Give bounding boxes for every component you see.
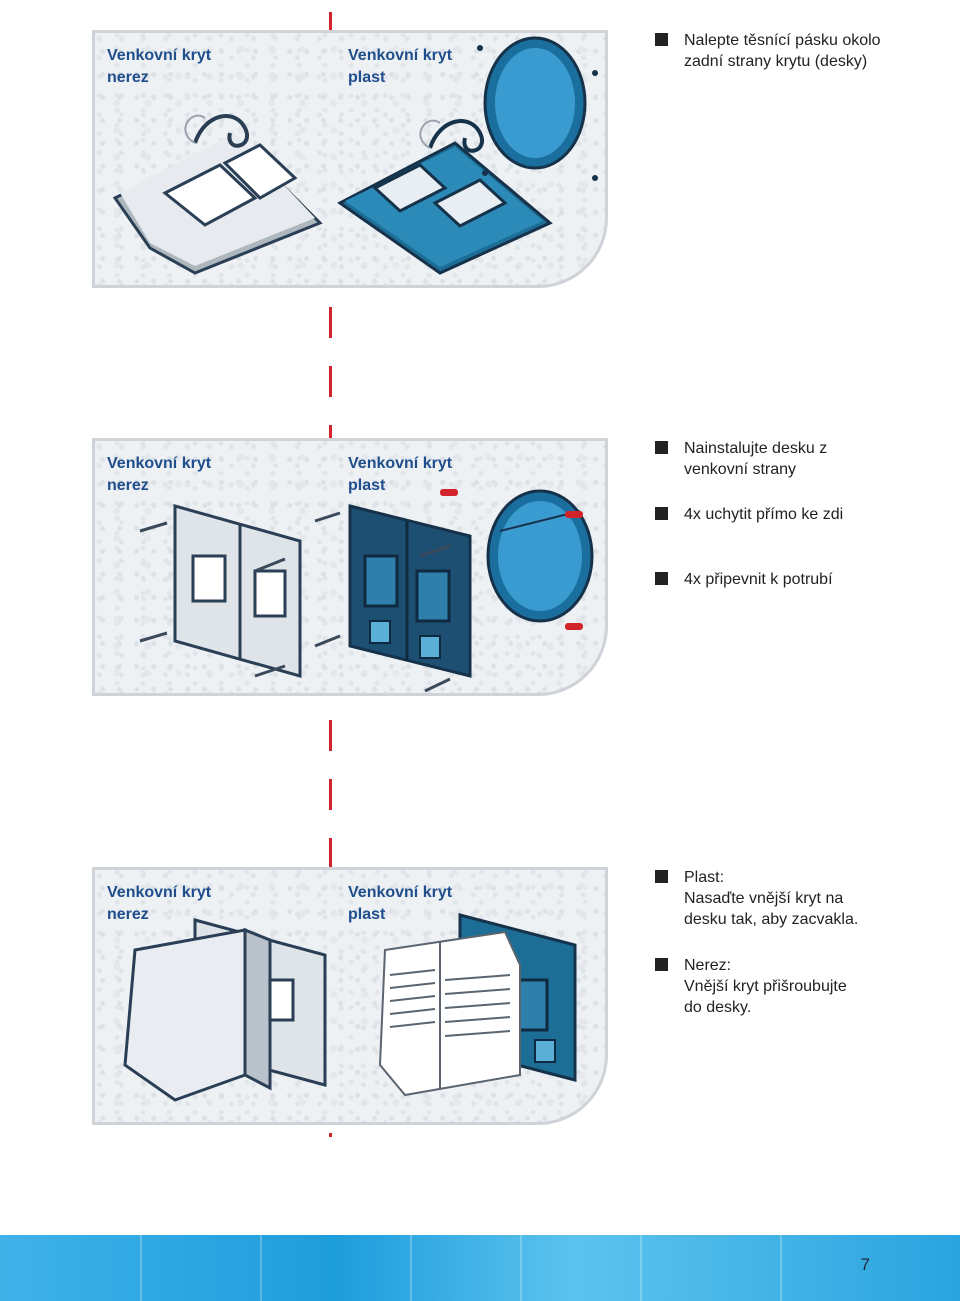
plastic-plate: [314, 504, 472, 693]
panel-label-stainless: Venkovní kryt nerez: [107, 47, 212, 86]
plastic-cover: [378, 913, 577, 1097]
panel-label-stainless: Venkovní kryt nerez: [107, 884, 212, 923]
red-wall-plug: [565, 511, 583, 518]
stainless-cover: [123, 918, 327, 1102]
bullet-square-icon: [655, 507, 668, 520]
red-wall-plug: [565, 623, 583, 630]
bullet-square-icon: [655, 572, 668, 585]
illustration-panel-cover: Venkovní kryt nerez Venkovní kryt plast: [92, 867, 608, 1125]
instruction-step-tape: Nalepte těsnící pásku okolo zadní strany…: [655, 30, 945, 72]
bullet-square-icon: [655, 870, 668, 883]
instruction-step-duct: 4x připevnit k potrubí: [655, 569, 945, 590]
wall-duct-hole: [477, 36, 598, 181]
red-wall-plug: [440, 489, 458, 496]
plastic-plate: [337, 119, 553, 275]
wall-duct-hole: [440, 489, 594, 630]
instruction-step-wall: 4x uchytit přímo ke zdi: [655, 504, 945, 525]
instruction-step-plastic: Plast: Nasaďte vnější kryt na desku tak,…: [655, 867, 945, 930]
bullet-square-icon: [655, 33, 668, 46]
tape-illustration: [112, 36, 598, 275]
illustration-panel-tape: Venkovní kryt nerez Venkovní kryt plast: [92, 30, 608, 288]
instruction-step-install: Nainstalujte desku z venkovní strany: [655, 438, 945, 480]
stainless-plate: [139, 504, 302, 678]
bullet-square-icon: [655, 958, 668, 971]
panel-label-plastic: Venkovní kryt plast: [348, 47, 453, 86]
instruction-step-stainless: Nerez: Vnější kryt přišroubujte do desky…: [655, 955, 945, 1018]
mount-illustration: [139, 489, 594, 693]
page-number: 7: [860, 1255, 870, 1274]
cover-illustration: [123, 913, 577, 1102]
illustration-panel-mount: Venkovní kryt nerez Venkovní kryt plast: [92, 438, 608, 696]
bullet-square-icon: [655, 441, 668, 454]
stainless-plate: [112, 114, 323, 275]
panel-label-stainless: Venkovní kryt nerez: [107, 455, 212, 494]
panel-label-plastic: Venkovní kryt plast: [348, 884, 453, 923]
panel-label-plastic: Venkovní kryt plast: [348, 455, 453, 494]
footer-band: [0, 1235, 960, 1301]
